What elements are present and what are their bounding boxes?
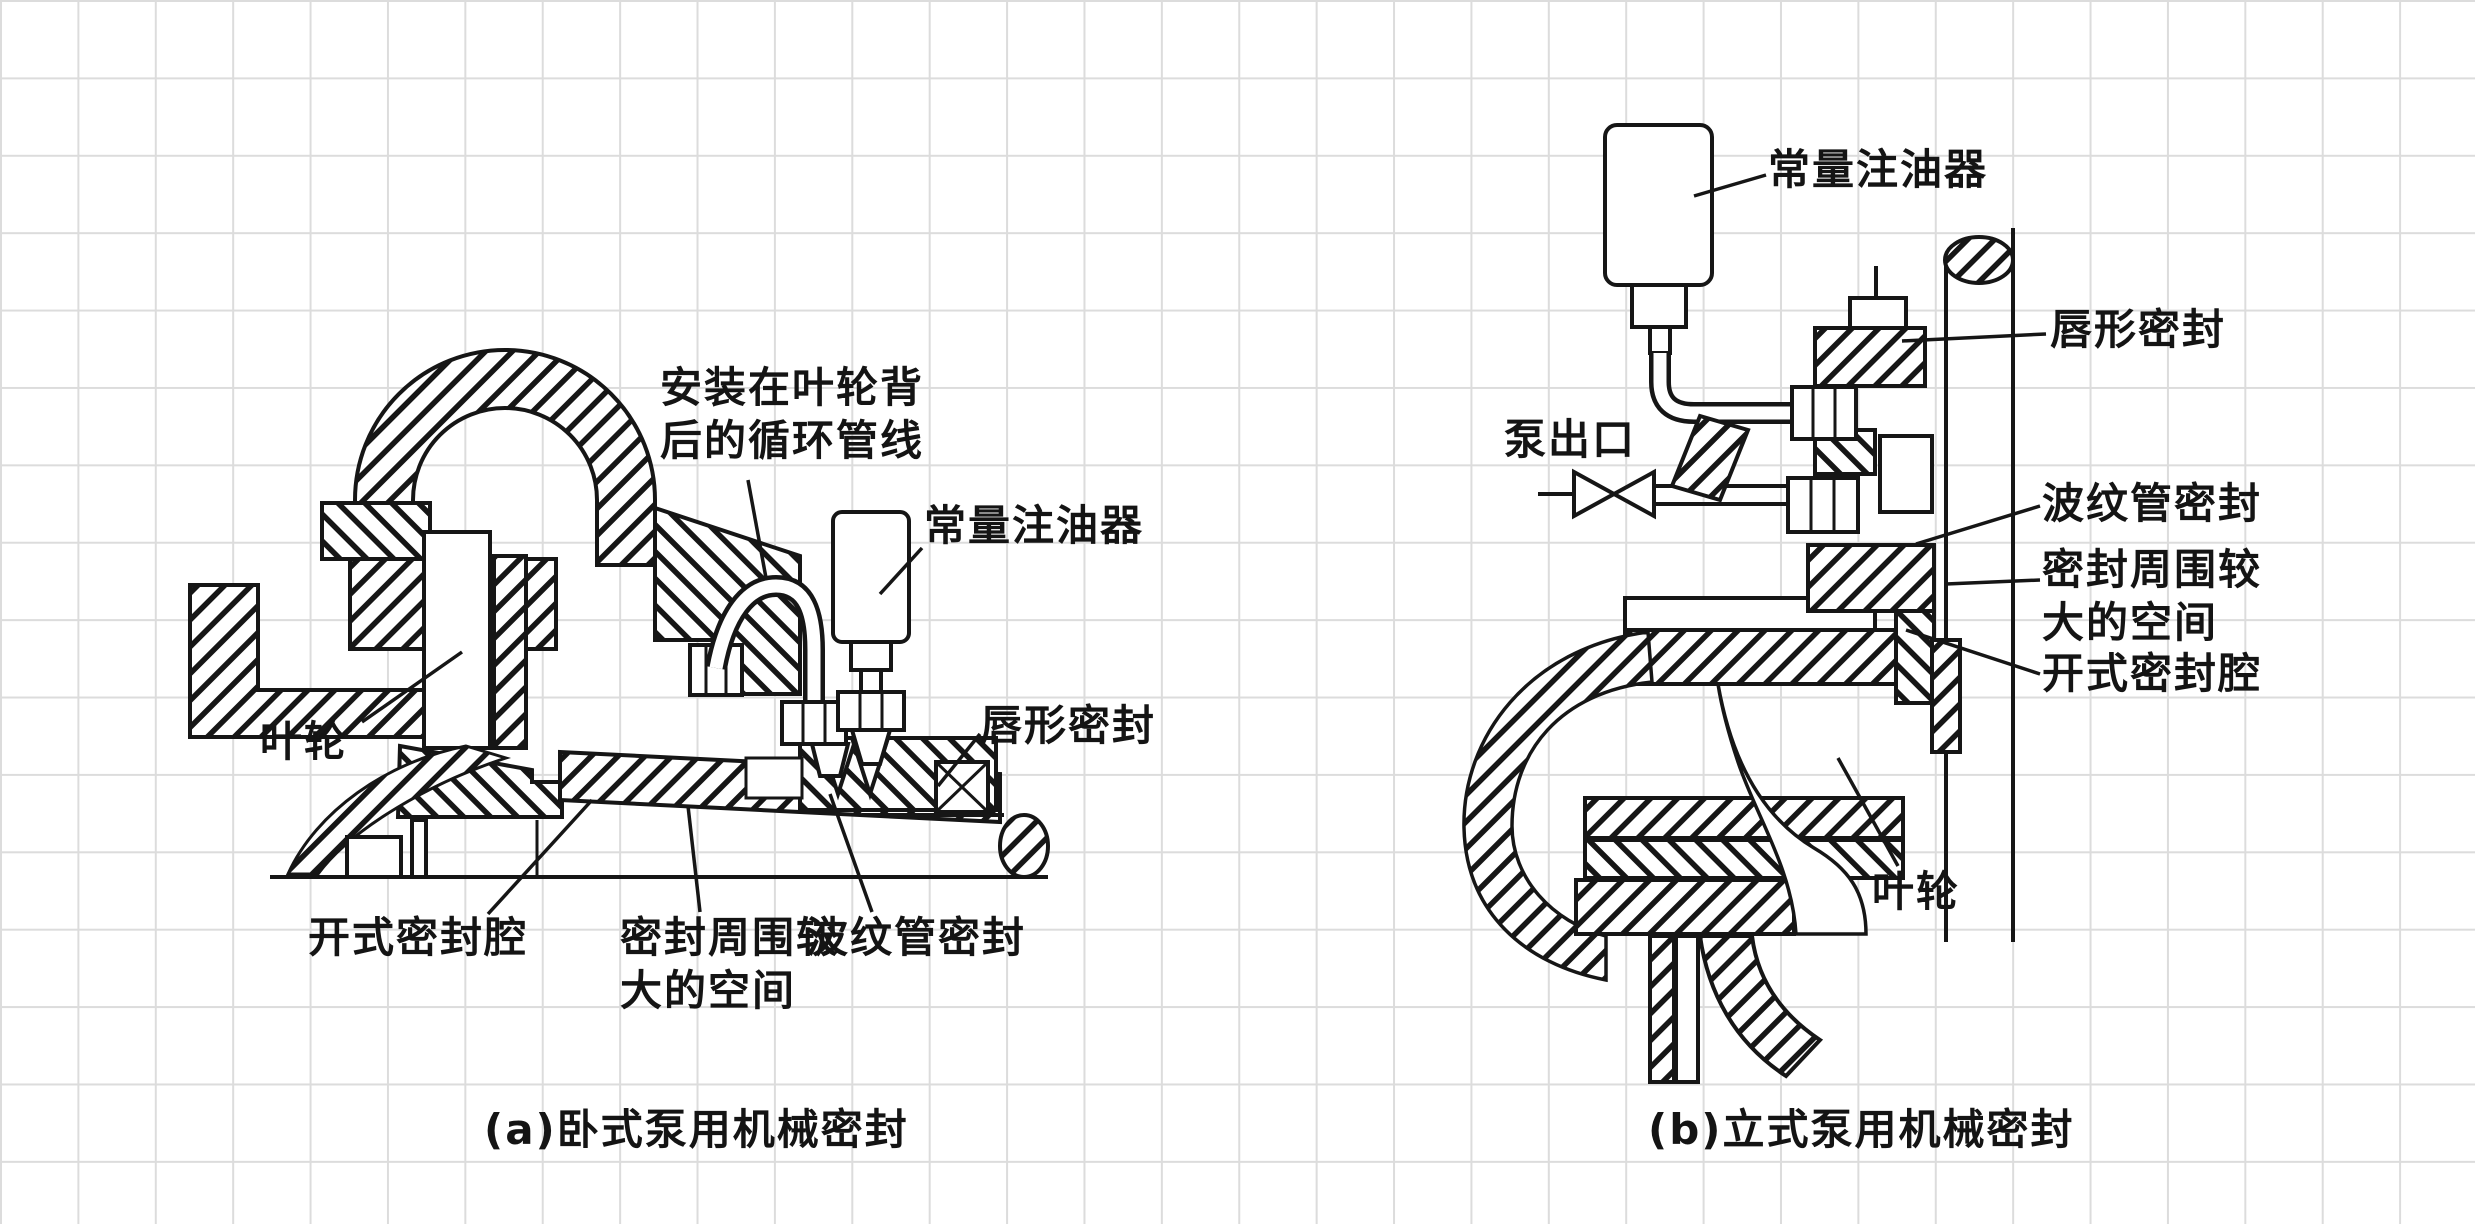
outlet-nozzle-b [1669,413,1751,503]
label-lip-seal-a: 唇形密封 [980,701,1157,750]
bottom-flare-b [1697,934,1824,1079]
label-impeller-a: 叶轮 [260,717,349,766]
pipe-taper-a [809,742,851,778]
label-bellows-seal-a: 波纹管密封 [806,913,1027,962]
shaft-top-b [1943,235,2015,285]
leader-open-chamber-a [486,798,594,916]
pipe-nut-1-b [1790,385,1858,441]
label-lip-seal-b: 唇形密封 [2050,305,2227,354]
leader-bellows-b [1915,504,2041,546]
impeller-b [1716,683,1868,936]
volute-casing-a [353,348,657,567]
figure-a-drawing [188,348,1050,916]
leader-lip-seal-a [936,732,982,788]
figure-b-drawing [1462,123,2047,1084]
shaft-end-a [998,813,1050,879]
oiler-stem-a [859,668,883,694]
oiler-taper-a [849,728,893,766]
leader-circulation-line-a [746,479,768,579]
label-seal-space-b: 密封周围较 大的空间 [2042,545,2263,647]
leader-impeller-b [1836,757,1900,867]
gland-cap-b [1848,296,1908,330]
leader-bellows-a [828,793,874,913]
circulation-pipe-a-core [709,579,821,702]
leader-oiler-a [878,546,924,596]
label-circulation-line-a: 安装在叶轮背 后的循环管线 [660,363,925,465]
leader-lines-b [1693,173,2047,867]
seal-space-box-a [744,756,804,800]
label-open-seal-chamber-b: 开式密封腔 [2042,649,2263,698]
foot-strip-a [410,818,428,879]
lip-seal-block-b [1813,326,1927,388]
leader-seal-space-a [686,805,702,913]
leader-seal-space-b [1945,578,2041,586]
impeller-a [422,530,492,750]
column-block-b [1930,638,1962,754]
valve-right-triangle [1609,468,1656,520]
oiler-neck-a [849,640,893,672]
foot-block-a [345,835,403,879]
label-bellows-seal-b: 波纹管密封 [2042,479,2263,528]
label-oiler-b: 常量注油器 [1768,145,1989,194]
label-impeller-b: 叶轮 [1872,867,1961,916]
bottom-stub-hatched-b [1648,934,1676,1084]
pipe-nut-2-b [1786,476,1860,534]
lip-seal-cross-2 [934,760,990,814]
label-seal-space-a: 密封周围较 大的空间 [620,913,841,1015]
casing-roof-b [1623,628,1902,686]
casing-band-2-b [1583,838,1905,880]
label-pump-outlet-b: 泵出口 [1504,415,1637,464]
casing-flange-left-a [320,501,432,561]
oiler-pipe-b-core [1653,353,1794,420]
caption-figure-a: (a)卧式泵用机械密封 [484,1105,909,1154]
oiler-nut-a [836,690,906,732]
oiler-neck-b [1630,283,1688,329]
label-open-seal-chamber-a: 开式密封腔 [308,913,529,962]
oiler-pipe-b-outline [1649,353,1794,424]
valve-left-triangle [1572,468,1619,520]
caption-figure-b: (b)立式泵用机械密封 [1648,1105,2075,1154]
seal-strip-b [1894,609,1936,705]
leader-impeller-a [360,650,464,724]
impeller-shroud-a [492,554,528,750]
volute-casing-b [1462,630,1654,983]
leader-lip-seal-b [1901,332,2047,343]
oiler-body-b [1603,123,1714,287]
leader-lines-a [360,479,982,916]
casing-band-1-b [1583,796,1905,840]
bellows-housing-b [1878,434,1934,514]
seal-block-low-b [1806,543,1936,613]
leader-open-chamber-b [1905,628,2041,676]
casing-band-3-b [1574,878,1796,936]
pipe-nut-a [780,700,848,746]
label-oiler-a: 常量注油器 [924,501,1145,550]
oiler-stem-b [1648,325,1672,355]
leader-oiler-b [1693,173,1767,198]
bottom-stub-white-b [1674,934,1700,1084]
